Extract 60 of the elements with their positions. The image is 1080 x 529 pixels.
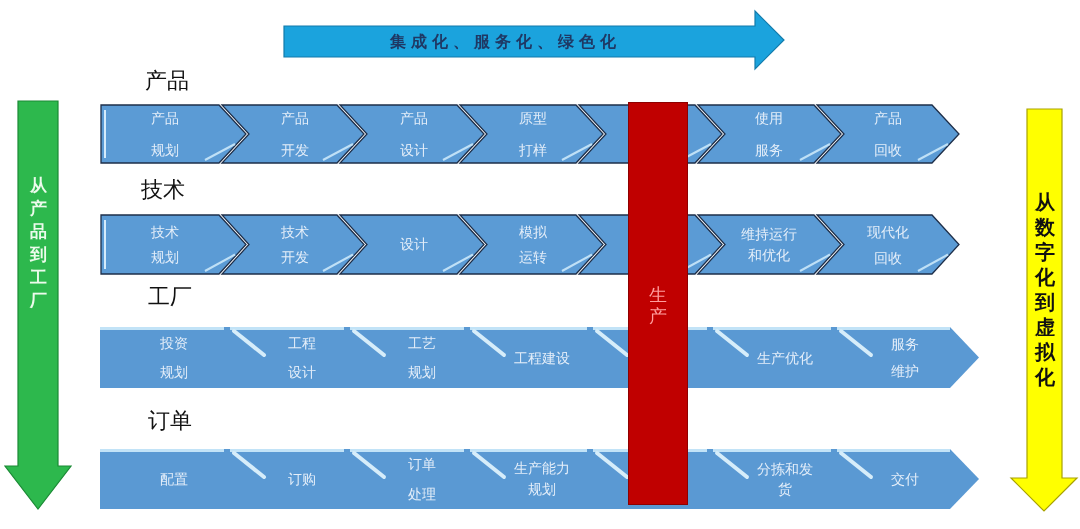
chevron-step xyxy=(697,214,842,275)
chevron-step xyxy=(100,214,247,275)
bar-segment xyxy=(470,449,593,509)
step-label: 产品设计 xyxy=(399,109,429,160)
bar-segment xyxy=(713,327,837,388)
row-heading: 产品 xyxy=(145,68,189,94)
block-arrow xyxy=(283,10,785,70)
band-label: 生产 xyxy=(648,284,668,326)
block-arrow xyxy=(1010,108,1078,512)
step-label: 生产能力规划 xyxy=(513,459,571,499)
chevron-step xyxy=(339,214,485,275)
step-label: 投资规划 xyxy=(159,333,189,382)
row-heading: 订单 xyxy=(148,408,192,434)
vertical-band xyxy=(628,102,688,505)
step-label: 维持运行和优化 xyxy=(740,224,798,265)
chevron-step xyxy=(816,104,960,164)
step-label: 服务维护 xyxy=(890,334,920,381)
bar-segment xyxy=(350,327,470,388)
step-label: 设计 xyxy=(400,235,428,254)
bar-segment xyxy=(713,449,837,509)
bar-segment xyxy=(230,327,350,388)
arrow-label: 集成化、服务化、绿色化 xyxy=(389,32,621,52)
step-label: 产品开发 xyxy=(280,109,310,160)
step-label: 分拣和发货 xyxy=(756,460,814,499)
chevron-step xyxy=(221,104,365,164)
chevron-step xyxy=(816,214,960,275)
bar-segment xyxy=(837,327,979,388)
chevron-step xyxy=(339,104,485,164)
bar-segment xyxy=(470,327,593,388)
step-label: 产品规划 xyxy=(150,109,180,160)
chevron-step xyxy=(221,214,365,275)
step-label: 生产优化 xyxy=(757,348,813,368)
row-heading: 工厂 xyxy=(148,284,192,310)
step-label: 工艺规划 xyxy=(407,333,437,382)
step-label: 工程建设 xyxy=(514,348,570,368)
bar-segment xyxy=(230,449,350,509)
bar-segment xyxy=(100,327,230,388)
chevron-step xyxy=(459,214,604,275)
bar-segment xyxy=(837,449,979,509)
step-label: 模拟运转 xyxy=(518,222,548,267)
step-label: 配置 xyxy=(160,470,188,489)
step-label: 交付 xyxy=(891,470,919,489)
chevron-step xyxy=(459,104,604,164)
row-heading: 技术 xyxy=(141,177,185,203)
step-label: 原型打样 xyxy=(518,109,548,160)
bar-segment xyxy=(100,449,230,509)
chevron-step xyxy=(100,104,247,164)
bar-segment xyxy=(350,449,470,509)
step-label: 使用服务 xyxy=(754,109,784,160)
arrow-label: 从数字化到虚拟化 xyxy=(1033,190,1057,390)
step-label: 技术规划 xyxy=(150,222,180,267)
step-label: 订单处理 xyxy=(407,455,437,504)
arrow-label: 从产品到工厂 xyxy=(28,174,48,312)
block-arrow xyxy=(4,100,72,510)
step-label: 工程设计 xyxy=(287,333,317,382)
step-label: 产品回收 xyxy=(873,109,903,160)
step-label: 技术开发 xyxy=(280,222,310,267)
step-label: 订购 xyxy=(288,470,316,489)
chevron-step xyxy=(697,104,842,164)
step-label: 现代化回收 xyxy=(866,222,910,268)
